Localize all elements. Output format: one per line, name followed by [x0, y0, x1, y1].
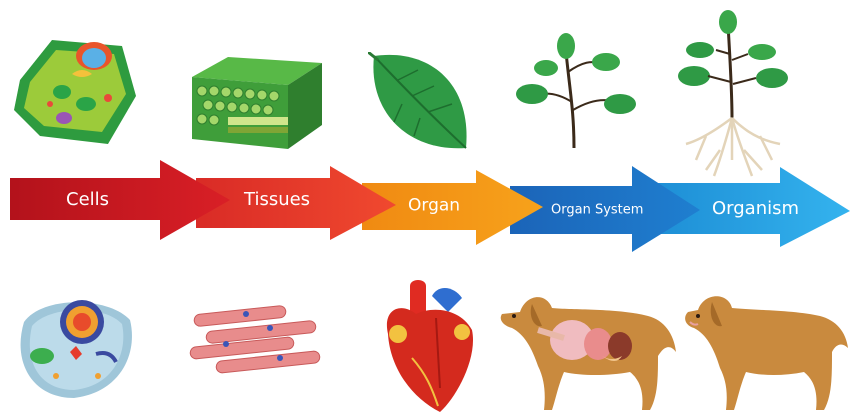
plant-tissue-icon	[188, 55, 324, 151]
stage-label-organ: Organ	[408, 198, 460, 215]
stage-label-tissues: Tissues	[244, 191, 310, 209]
heart-icon	[382, 278, 478, 414]
leaf-icon	[368, 52, 474, 152]
animal-cell-icon	[12, 292, 138, 402]
stage-label-cells: Cells	[66, 191, 109, 209]
plant-with-roots-icon	[676, 10, 788, 180]
stage-label-organism: Organism	[712, 200, 799, 218]
stage-label-organ-system: Organ System	[551, 204, 643, 217]
plant-cell-icon	[12, 32, 142, 150]
muscle-tissue-icon	[186, 302, 326, 380]
dog-organ-system-icon	[498, 286, 678, 414]
dog-icon	[684, 288, 850, 414]
plant-shoot-icon	[516, 32, 636, 150]
